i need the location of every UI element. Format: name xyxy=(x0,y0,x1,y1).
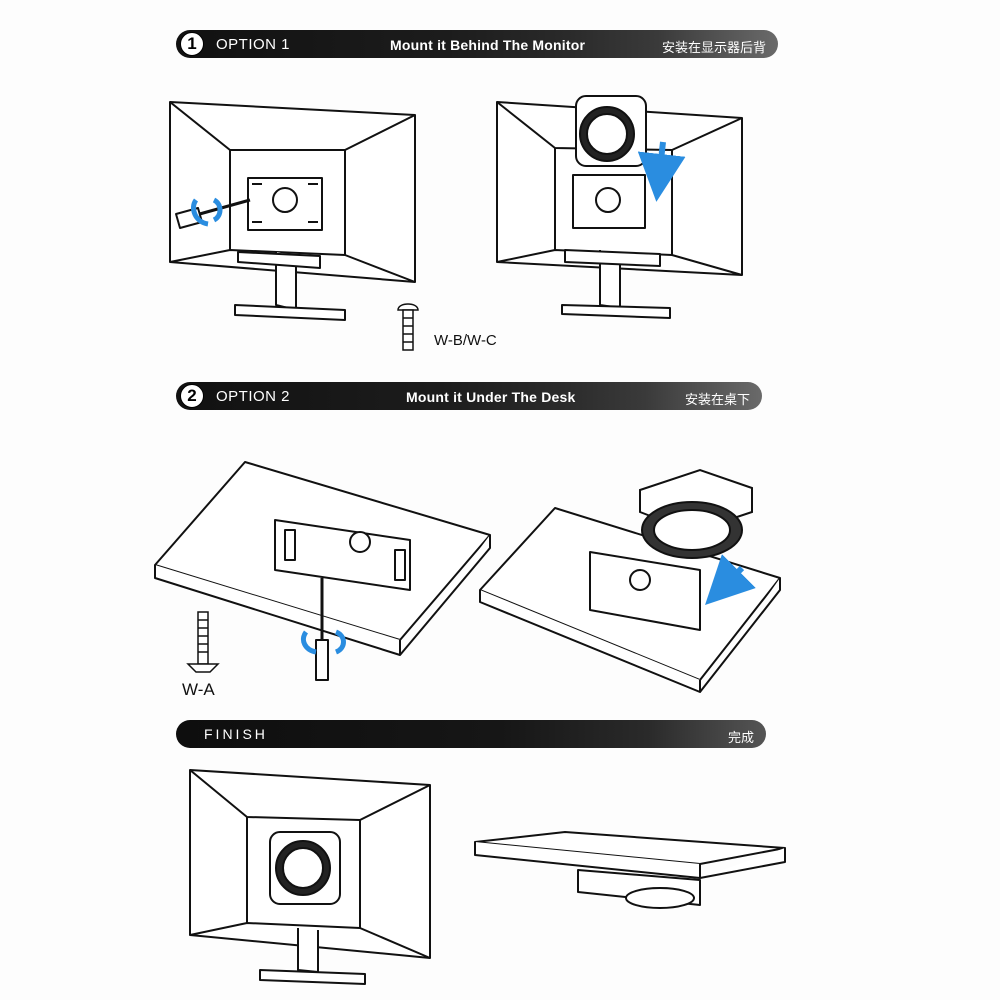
option2-label: OPTION 2 xyxy=(216,388,291,405)
desk-illustration-2 xyxy=(479,507,781,693)
rotate-arrow-icon-2 xyxy=(300,629,346,655)
mini-pc-icon xyxy=(575,95,647,167)
option1-label: OPTION 1 xyxy=(216,36,291,53)
option2-number-badge: 2 xyxy=(180,384,204,408)
down-arrow-icon xyxy=(637,141,686,202)
monitor-back-illustration-2 xyxy=(496,101,743,319)
desk-illustration-1 xyxy=(154,461,491,681)
option2-banner: 2 OPTION 2 Mount it Under The Desk 安装在桌下 xyxy=(176,382,762,410)
monitor-screw-icon xyxy=(397,303,419,351)
desk-screw-icon xyxy=(186,611,220,673)
desk-screw-label: W-A xyxy=(182,680,215,699)
finish-banner: FINISH 完成 xyxy=(176,720,766,748)
finish-label: FINISH xyxy=(204,726,268,742)
diagonal-arrow-icon xyxy=(705,554,756,605)
option1-title: Mount it Behind The Monitor xyxy=(390,37,586,53)
monitor-screw-label: W-B/W-C xyxy=(434,332,497,349)
option2-title-cn: 安装在桌下 xyxy=(684,392,750,407)
monitor-back-illustration-1 xyxy=(169,101,416,321)
option1-number-badge: 1 xyxy=(180,32,204,56)
mini-pc-icon-2 xyxy=(639,468,753,559)
finished-desk-illustration xyxy=(474,831,786,909)
rotate-arrow-icon xyxy=(191,197,223,227)
finish-title-cn: 完成 xyxy=(727,730,754,745)
mounted-pc-icon xyxy=(269,831,341,905)
option1-title-cn: 安装在显示器后背 xyxy=(661,40,766,55)
option2-title: Mount it Under The Desk xyxy=(406,389,576,405)
option1-banner: 1 OPTION 1 Mount it Behind The Monitor 安… xyxy=(176,30,778,58)
